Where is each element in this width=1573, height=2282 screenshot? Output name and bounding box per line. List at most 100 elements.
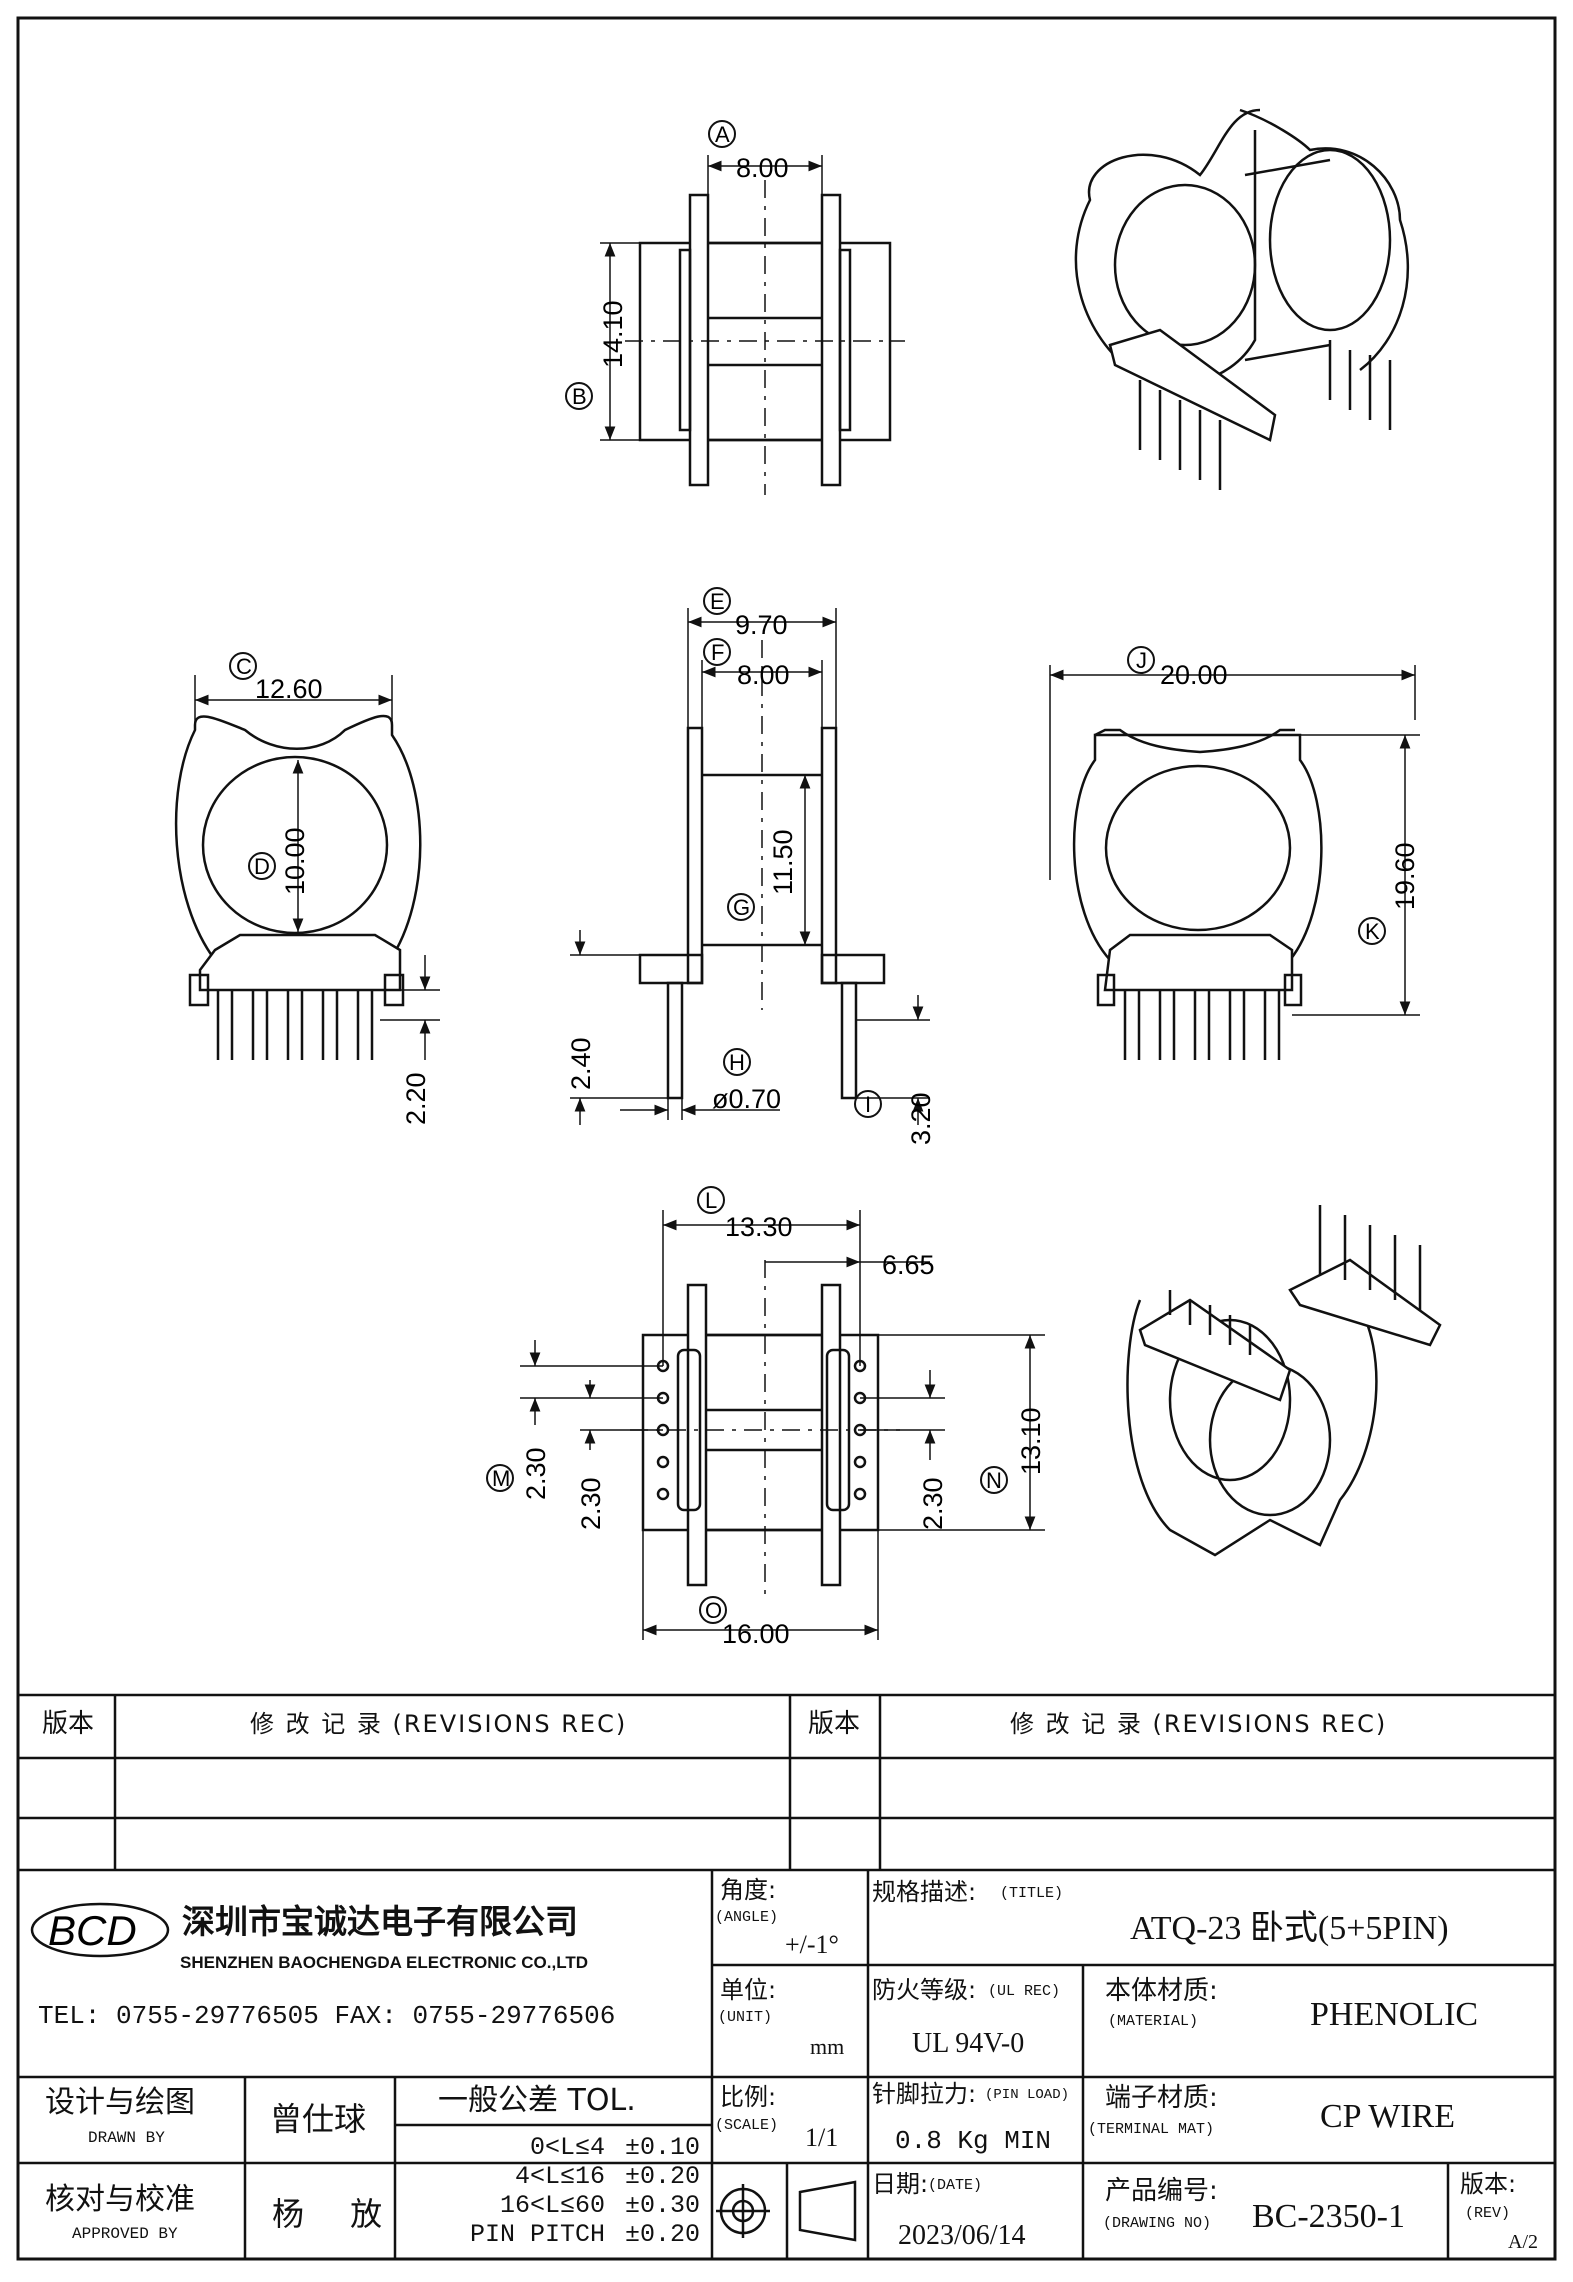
drawing-value: BC-2350-1 — [1252, 2198, 1405, 2235]
dim-side-width: 12.60 — [255, 674, 323, 704]
label-e: E — [703, 587, 731, 615]
svg-text:O: O — [705, 1598, 722, 1623]
title-value: ATQ-23 卧式(5+5PIN) — [1130, 1910, 1449, 1947]
label-d: D — [248, 852, 276, 880]
title-label-en: (TITLE) — [1000, 1885, 1064, 1902]
dim-top-height: 14.10 — [598, 300, 628, 368]
label-c: C — [229, 652, 257, 680]
drawn-value: 曾仕球 — [270, 2100, 367, 2138]
svg-text:A: A — [715, 122, 730, 147]
scale-label: 比例: — [720, 2083, 777, 2111]
dim-pin-dia: ø0.70 — [712, 1084, 781, 1114]
title-block-grid — [18, 1693, 1555, 2259]
scale-value: 1/1 — [805, 2123, 839, 2152]
svg-text:K: K — [1365, 919, 1380, 944]
dim-front-outer: 9.70 — [735, 610, 788, 640]
projection-symbol — [716, 2180, 857, 2242]
svg-text:J: J — [1136, 648, 1147, 673]
label-h: H — [723, 1048, 751, 1076]
pinload-label-en: (PIN LOAD) — [985, 2087, 1070, 2103]
unit-label: 单位: — [720, 1976, 777, 2004]
rev-value: A/2 — [1508, 2231, 1538, 2253]
approved-label-en: APPROVED BY — [72, 2225, 178, 2243]
terminal-value: CP WIRE — [1320, 2098, 1456, 2135]
tolerance-row: PIN PITCH ±0.20 — [469, 2220, 701, 2249]
svg-text:G: G — [733, 895, 750, 920]
dim-side-window: 10.00 — [280, 827, 310, 895]
svg-text:I: I — [865, 1092, 871, 1117]
ul-label: 防火等级: — [872, 1976, 977, 2004]
revision-ver-label-right: 版本 — [808, 1709, 861, 1739]
label-o: O — [699, 1596, 727, 1624]
tolerance-title: 一般公差 TOL. — [438, 2083, 636, 2118]
company-logo: BCD — [30, 1902, 170, 1958]
material-label-en: (MATERIAL) — [1108, 2013, 1199, 2030]
drawing-label-en: (DRAWING NO) — [1103, 2215, 1212, 2232]
svg-text:F: F — [711, 640, 724, 665]
svg-text:H: H — [729, 1050, 745, 1075]
pinload-value: 0.8 Kg MIN — [895, 2126, 1052, 2156]
label-b: B — [565, 382, 593, 410]
dim-end-width: 20.00 — [1160, 660, 1228, 690]
revision-rec-label-right: 修 改 记 录 (REVISIONS REC) — [1010, 1710, 1388, 1738]
dim-front-inner: 8.00 — [737, 660, 790, 690]
date-value: 2023/06/14 — [898, 2220, 1026, 2251]
ul-value: UL 94V-0 — [912, 2028, 1025, 2059]
svg-text:N: N — [986, 1468, 1002, 1493]
approved-label: 核对与校准 — [45, 2182, 195, 2217]
pinload-label: 针脚拉力: — [872, 2080, 977, 2108]
tolerance-table: 0<L≤4 ±0.10 4<L≤16 ±0.20 16<L≤60 ±0.30 P… — [405, 2133, 705, 2249]
angle-label: 角度: — [720, 1876, 777, 1904]
top-view — [600, 155, 905, 495]
label-k: K — [1358, 917, 1386, 945]
label-n: N — [980, 1466, 1008, 1494]
svg-text:BCD: BCD — [48, 1907, 137, 1954]
tolerance-row: 16<L≤60 ±0.30 — [499, 2191, 701, 2220]
svg-text:L: L — [705, 1188, 717, 1213]
dim-bottom-pitch-c: 2.30 — [918, 1477, 948, 1530]
dim-front-standoff: 2.40 — [566, 1037, 596, 1090]
iso-view-top — [1074, 108, 1410, 490]
dim-pin-len: 3.20 — [906, 1092, 936, 1145]
side-view — [174, 675, 440, 1060]
terminal-label: 端子材质: — [1105, 2083, 1218, 2113]
angle-label-en: (ANGLE) — [715, 1909, 779, 1926]
date-label: 日期: — [872, 2170, 929, 2198]
revision-rec-label-left: 修 改 记 录 (REVISIONS REC) — [250, 1710, 628, 1738]
svg-text:E: E — [710, 589, 725, 614]
rev-label: 版本: — [1460, 2170, 1517, 2198]
label-f: F — [703, 638, 731, 666]
svg-text:M: M — [492, 1466, 510, 1491]
dim-front-height: 11.50 — [768, 829, 798, 895]
label-l: L — [697, 1186, 725, 1214]
material-label: 本体材质: — [1105, 1976, 1218, 2006]
title-label: 规格描述: — [872, 1878, 977, 1906]
label-m: M — [486, 1464, 514, 1492]
iso-view-bottom — [1126, 1205, 1442, 1557]
unit-label-en: (UNIT) — [718, 2009, 773, 2026]
svg-text:C: C — [236, 654, 252, 679]
drawn-label: 设计与绘图 — [45, 2085, 195, 2120]
terminal-label-en: (TERMINAL MAT) — [1088, 2121, 1215, 2138]
dim-end-height: 19.60 — [1390, 842, 1420, 910]
dim-side-pin: 2.20 — [401, 1072, 431, 1125]
approved-value: 杨 放 — [272, 2195, 401, 2233]
label-g: G — [727, 893, 755, 921]
company-name-en: SHENZHEN BAOCHENGDA ELECTRONIC CO.,LTD — [180, 1953, 588, 1972]
dim-bottom-pitch-x: 13.30 — [725, 1212, 793, 1242]
material-value: PHENOLIC — [1310, 1996, 1479, 2033]
end-view — [1049, 665, 1420, 1060]
svg-text:D: D — [254, 854, 270, 879]
tolerance-row: 0<L≤4 ±0.10 — [529, 2133, 701, 2162]
tolerance-row: 4<L≤16 ±0.20 — [514, 2162, 701, 2191]
dim-top-width: 8.00 — [736, 153, 789, 183]
date-label-en: (DATE) — [928, 2177, 983, 2194]
ul-label-en: (UL REC) — [988, 1983, 1061, 2000]
dim-bottom-height: 13.10 — [1016, 1407, 1046, 1475]
label-a: A — [708, 120, 736, 148]
label-j: J — [1127, 646, 1155, 674]
drawing-label: 产品编号: — [1105, 2176, 1218, 2206]
scale-label-en: (SCALE) — [715, 2117, 779, 2134]
angle-value: +/-1° — [785, 1930, 839, 1959]
